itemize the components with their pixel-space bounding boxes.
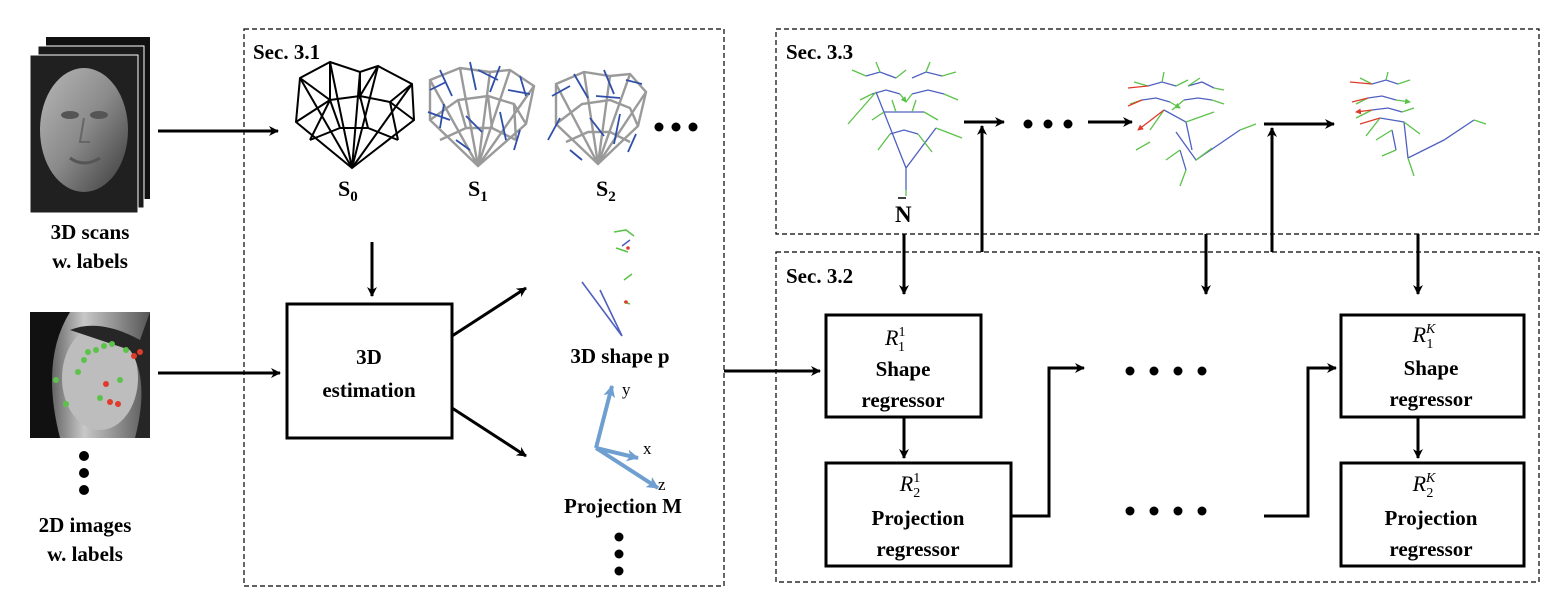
ellipsis-sec33 [1023,119,1073,129]
shape-regressor-k-box [1339,313,1526,419]
section-3-2-box [775,251,1540,583]
arrow-proj1-to-next [1011,363,1085,518]
label-s1: S1 [468,176,488,205]
scans-label-line2: w. labels [52,249,128,273]
projection-regressor-1-box [824,461,1013,568]
shape-p-sketch [581,229,635,337]
mesh-s2 [547,69,648,166]
label-s2: S2 [596,176,616,205]
ellipsis-sec31 [654,122,698,132]
images-label-line1: 2D images [39,513,132,537]
normal-field-1 [847,61,963,196]
label-s0: S0 [338,176,358,205]
normal-field-2 [1127,71,1257,187]
ellipsis-shape-row [1125,366,1207,376]
section-3-1-title: Sec. 3.1 [253,40,320,64]
mesh-s0 [294,60,416,170]
normal-n-label: N [895,202,912,227]
section-3-2-title: Sec. 3.2 [786,264,853,288]
vertical-ellipsis-sec31 [614,532,624,576]
face-scan-image [40,68,128,192]
arrow-estimation-to-shape [451,286,527,338]
scan-stack [29,37,150,214]
section-3-3-title: Sec. 3.3 [786,40,853,64]
axis-z-label: z [658,475,666,494]
images-label-line2: w. labels [47,542,123,566]
face-photo-image [30,312,150,438]
ellipsis-projection-row [1125,506,1207,516]
projection-regressor-k-line2: regressor [1389,537,1472,561]
section-3-1-box [243,28,725,587]
shape-regressor-1-box [824,313,983,419]
vertical-ellipsis-left [79,451,89,495]
projection-regressor-k-line1: Projection [1385,506,1478,530]
projection-regressor-k-box [1339,461,1526,568]
estimation-box [285,302,454,440]
estimation-label-line1: 3D [356,345,382,369]
mesh-s1 [427,61,536,168]
shape-regressor-k-line1: Shape [1404,356,1459,380]
shape-p-label: 3D shape p [570,344,669,368]
projection-m-label: Projection M [564,494,682,518]
shape-regressor-1-line1: Shape [876,357,931,381]
axis-y-label: y [622,380,631,399]
estimation-label-line2: estimation [322,378,416,402]
section-3-3-box [775,28,1540,235]
projection-regressor-1-line2: regressor [876,537,959,561]
projection-regressor-1-line1: Projection [872,506,965,530]
arrow-prev-to-shapeK [1264,363,1337,518]
shape-regressor-k-line2: regressor [1389,387,1472,411]
scans-label-line1: 3D scans [51,220,130,244]
axes-icon [594,385,660,490]
shape-regressor-1-line2: regressor [861,388,944,412]
axis-x-label: x [643,439,652,458]
normal-field-3 [1349,71,1487,177]
arrow-estimation-to-projection [451,406,527,458]
